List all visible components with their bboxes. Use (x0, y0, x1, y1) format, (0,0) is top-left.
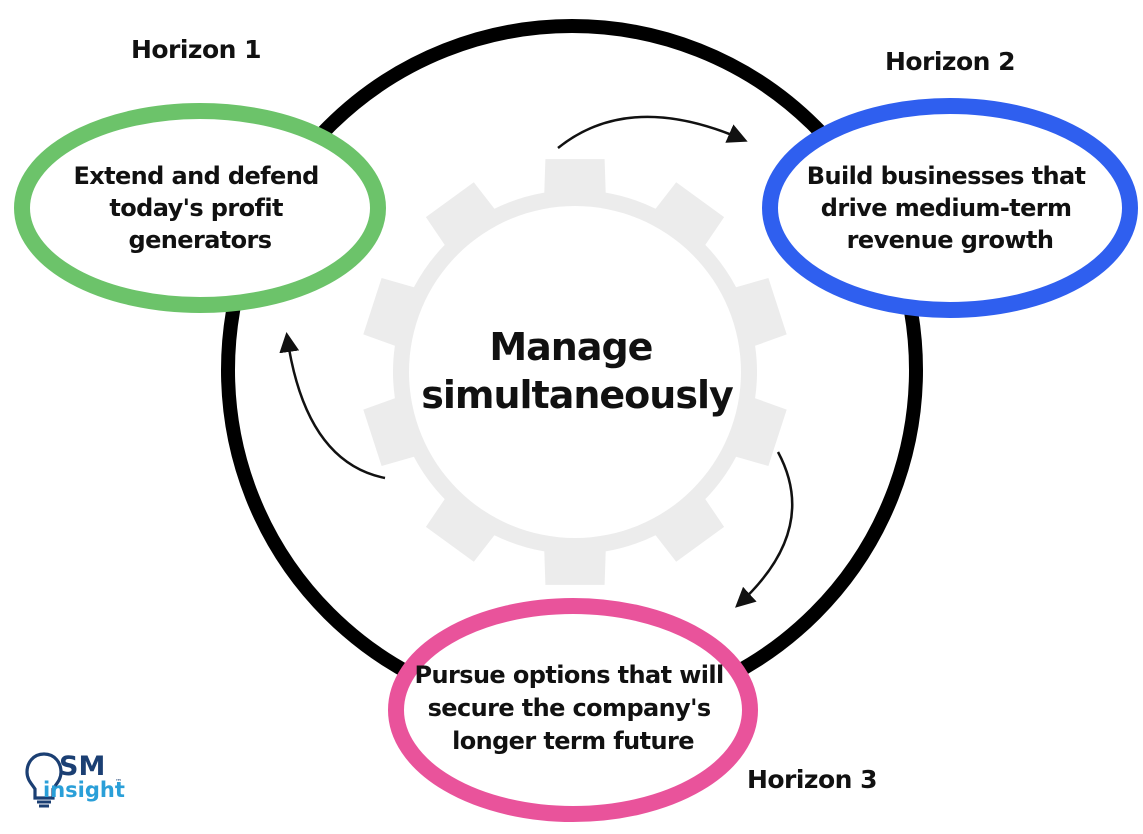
logo-trademark: ™ (115, 778, 122, 786)
sm-insight-logo: SM insight ™ (25, 751, 125, 808)
lightbulb-icon (25, 752, 63, 808)
horizon-3-node: Pursue options that will secure the comp… (388, 598, 758, 822)
arrow-h2-to-h3 (735, 451, 794, 608)
horizon-3-line-2: secure the company's (428, 694, 711, 722)
arrow-h3-to-h1 (279, 332, 386, 480)
horizon-1-text: Extend and defend today's profit generat… (73, 162, 326, 254)
horizon-1-label: Horizon 1 (131, 35, 261, 64)
center-title: Manage simultaneously (421, 325, 734, 417)
horizon-3-line-3: longer term future (452, 727, 694, 755)
arrow-h1-to-h2 (557, 115, 748, 149)
horizon-2-text: Build businesses that drive medium-term … (807, 162, 1093, 254)
logo-brand: SM (59, 751, 105, 782)
horizon-1-node: Extend and defend today's profit generat… (14, 103, 386, 313)
gear-icon (363, 159, 787, 585)
center-title-line-1: Manage (489, 325, 652, 369)
horizon-1-line-1: Extend and defend (73, 162, 318, 190)
logo-sub: insight (43, 778, 125, 802)
horizon-2-label: Horizon 2 (885, 47, 1015, 76)
horizon-3-label: Horizon 3 (747, 765, 877, 794)
horizon-2-ellipse (762, 98, 1138, 318)
center-title-line-2: simultaneously (421, 373, 734, 417)
horizon-2-node: Build businesses that drive medium-term … (762, 98, 1138, 318)
horizon-2-line-2: drive medium-term (821, 194, 1072, 222)
horizon-3-text: Pursue options that will secure the comp… (415, 661, 732, 755)
horizon-1-line-2: today's profit (109, 194, 283, 222)
horizon-3-ellipse (388, 598, 758, 822)
horizon-1-line-3: generators (129, 226, 272, 254)
horizon-2-line-1: Build businesses that (807, 162, 1086, 190)
horizon-3-line-1: Pursue options that will (415, 661, 724, 689)
horizon-2-line-3: revenue growth (847, 226, 1054, 254)
horizon-1-ellipse (14, 103, 386, 313)
